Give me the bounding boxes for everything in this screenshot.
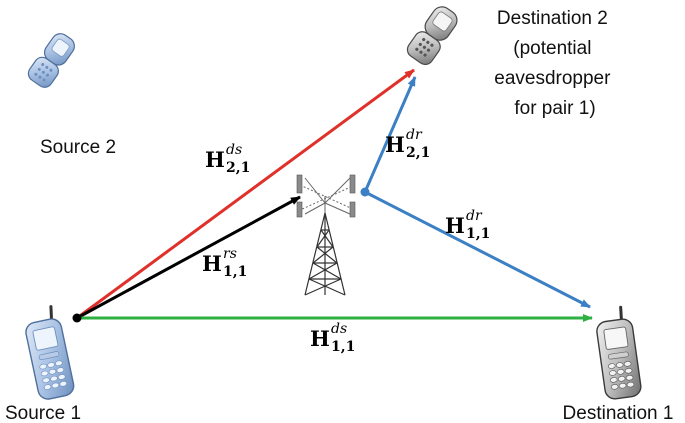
relay-tower-icon — [296, 174, 356, 296]
channel-label-h-ds-21: H ds 2,1 — [205, 142, 250, 176]
svg-text:1,1: 1,1 — [331, 339, 355, 355]
link-source1-destination2 — [76, 68, 415, 320]
svg-text:2,1: 2,1 — [406, 145, 430, 161]
svg-text:dr: dr — [406, 127, 423, 143]
source2-phone-icon — [27, 33, 75, 88]
svg-text:1,1: 1,1 — [466, 226, 490, 242]
svg-text:2,1: 2,1 — [226, 160, 250, 176]
channel-label-h-dr-21: H dr 2,1 — [385, 127, 430, 161]
link-source1-relay — [76, 195, 301, 320]
source2-label: Source 2 — [40, 137, 116, 158]
svg-text:rs: rs — [223, 246, 237, 262]
svg-text:H: H — [385, 132, 405, 157]
svg-text:H: H — [310, 326, 330, 351]
svg-text:ds: ds — [331, 321, 347, 337]
channel-label-h-ds-11: H ds 1,1 — [310, 321, 355, 355]
source1-node-dot — [72, 313, 82, 323]
channel-label-h-dr-11: H dr 1,1 — [445, 208, 490, 242]
svg-text:1,1: 1,1 — [223, 264, 247, 280]
relay-node-dot — [360, 187, 370, 197]
svg-text:dr: dr — [466, 208, 483, 224]
destination2-label: Destination 2 (potential eavesdropper fo… — [494, 8, 615, 119]
source1-phone-icon — [25, 305, 75, 400]
source1-label: Source 1 — [5, 403, 81, 423]
svg-text:H: H — [445, 213, 465, 238]
channel-label-h-rs-11: H rs 1,1 — [202, 246, 247, 280]
destination1-phone-icon — [596, 305, 642, 400]
link-relay-destination1 — [364, 190, 591, 309]
link-relay-destination2 — [363, 76, 417, 193]
destination2-phone-icon — [406, 6, 458, 66]
svg-text:H: H — [205, 147, 225, 172]
svg-text:H: H — [202, 251, 222, 276]
svg-text:ds: ds — [226, 142, 242, 158]
destination1-label: Destination 1 — [563, 403, 674, 423]
